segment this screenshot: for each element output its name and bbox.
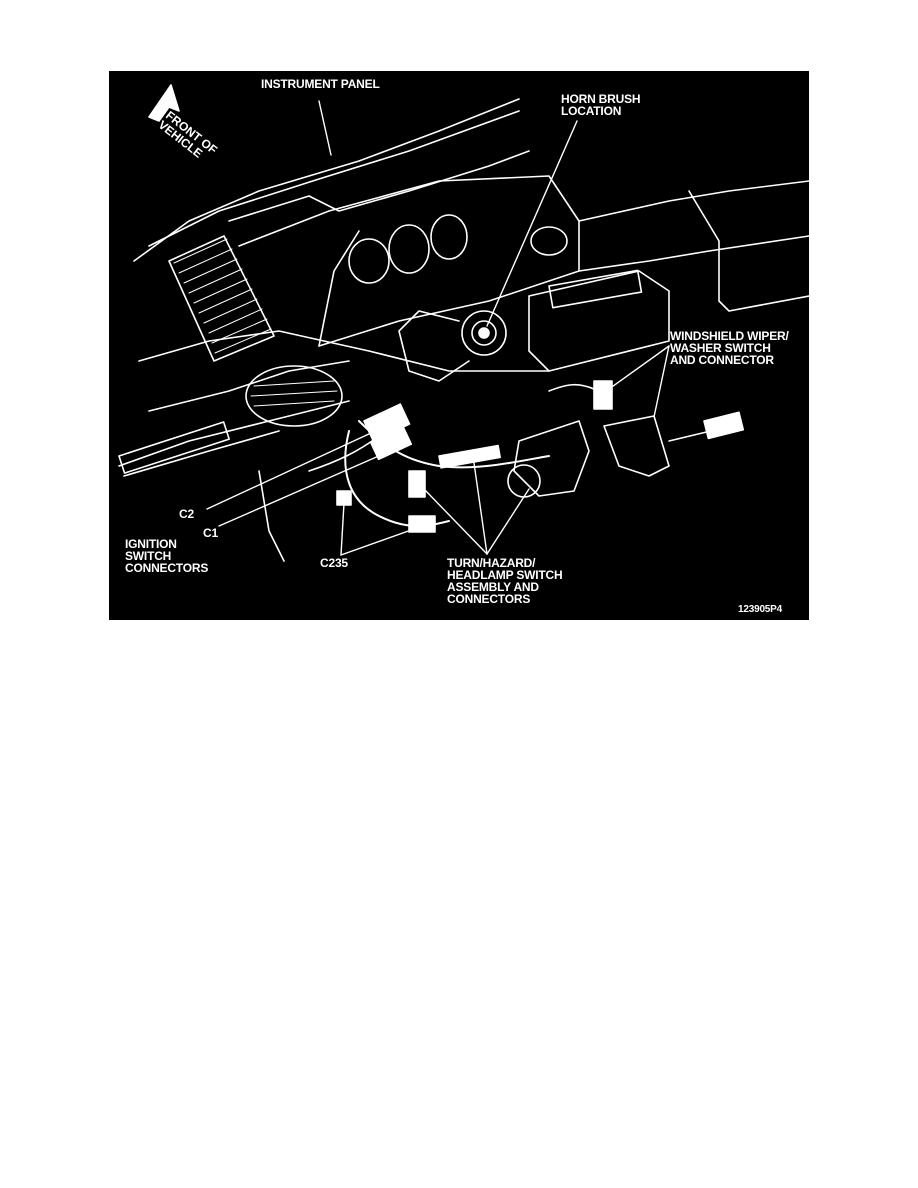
leader-turn-a <box>423 488 488 555</box>
leader-horn-brush <box>486 120 578 327</box>
label-c2: C2 <box>179 507 194 521</box>
gauge-center <box>388 224 430 274</box>
label-turn-hazard-switch: TURN/HAZARD/ HEADLAMP SWITCH ASSEMBLY AN… <box>447 556 563 606</box>
right-dash-panel <box>528 270 670 372</box>
lower-dash <box>138 330 550 372</box>
leader-turn-b <box>473 462 488 555</box>
wiper-connector <box>593 380 613 410</box>
label-instrument-panel: INSTRUMENT PANEL <box>261 77 380 91</box>
diagram-figure: INSTRUMENT PANEL FRONT OF VEHICLE HORN B… <box>109 71 809 620</box>
label-wiper-switch: WINDSHIELD WIPER/ WASHER SWITCH AND CONN… <box>670 329 789 367</box>
label-c1: C1 <box>203 526 218 540</box>
dashboard-illustration <box>118 84 809 562</box>
gauge-left <box>348 238 390 284</box>
left-vent <box>168 235 275 362</box>
label-c235: C235 <box>320 556 348 570</box>
leader-wiper-b <box>653 345 670 418</box>
front-arrow-icon <box>148 84 180 122</box>
leader-wiper-a <box>608 345 670 390</box>
ignition-connector-c1 <box>370 426 413 461</box>
turn-hazard-switch <box>513 420 590 497</box>
ignition-connector-c2 <box>363 403 411 442</box>
leader-turn-c <box>486 488 530 555</box>
leader-c1 <box>218 454 382 527</box>
leader-c235-a <box>340 502 345 556</box>
lower-vent <box>245 365 343 427</box>
leader-instrument-panel <box>318 100 332 156</box>
wiper-switch <box>603 415 670 477</box>
dash-top-outline <box>133 98 520 262</box>
leader-c235-b <box>340 528 415 556</box>
c235-connector-b <box>408 515 436 533</box>
figure-id: 123905P4 <box>738 604 783 615</box>
horn-brush-hub <box>461 310 507 356</box>
label-horn-brush-location: HORN BRUSH LOCATION <box>561 92 641 118</box>
label-ignition-switch-connectors: IGNITION SWITCH CONNECTORS <box>125 537 209 575</box>
leader-c2 <box>206 432 372 510</box>
gauge-right <box>430 214 468 260</box>
